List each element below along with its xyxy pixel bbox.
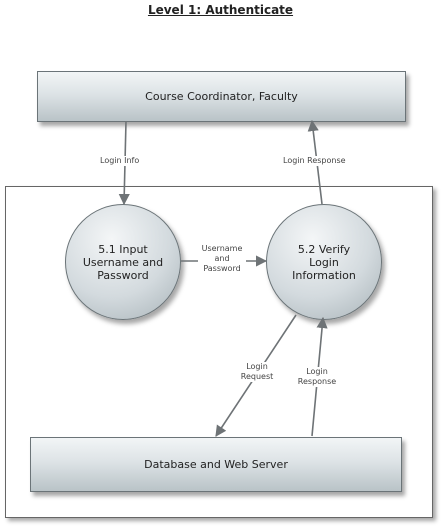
label-login-request: Login Request [236,362,278,382]
diagram-title: Level 1: Authenticate [147,3,294,17]
label-login-response-top: Login Response [283,156,346,166]
label-login-response-db: Login Response [294,367,340,387]
entity-course-coordinator: Course Coordinator, Faculty [37,71,406,122]
process-5-1-input: 5.1 Input Username and Password [65,204,181,320]
label-login-info: Login Info [100,156,140,166]
label-username-password: Username and Password [198,244,246,274]
process-5-2-verify: 5.2 Verify Login Information [266,204,382,320]
entity-database-web-server: Database and Web Server [30,437,402,492]
